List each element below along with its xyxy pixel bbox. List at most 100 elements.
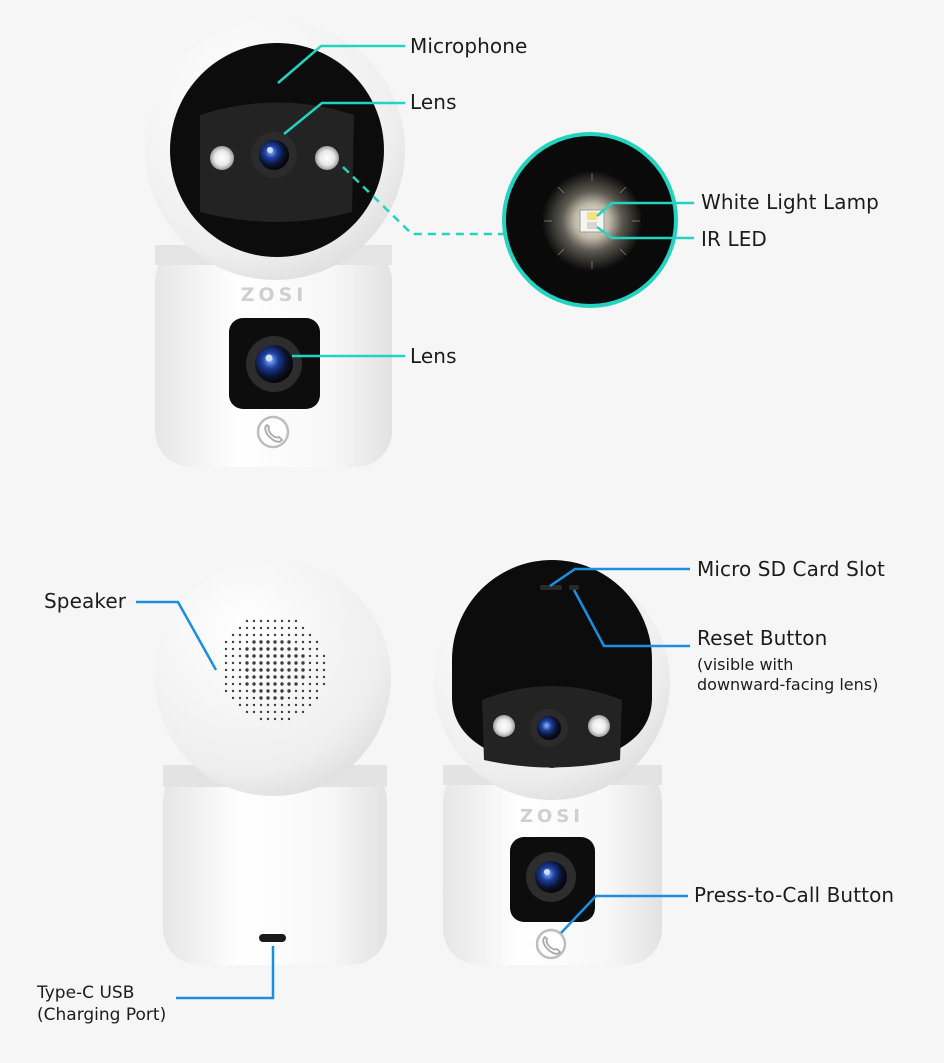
speaker-hole (315, 682, 319, 686)
speaker-hole (273, 633, 277, 637)
led-to-zoom-leader (342, 166, 505, 236)
usb-c-port (259, 934, 286, 942)
speaker-hole (294, 703, 298, 707)
speaker-hole (294, 689, 298, 693)
speaker-hole (294, 640, 298, 644)
speaker-hole (224, 647, 228, 651)
speaker-hole (315, 654, 319, 658)
speaker-hole (273, 710, 277, 714)
speaker-hole (301, 675, 305, 679)
speaker-hole (266, 640, 270, 644)
speaker-hole (252, 654, 256, 658)
speaker-hole (252, 703, 256, 707)
ir-led-leader (596, 225, 694, 240)
label-top-lens: Lens (410, 90, 457, 114)
speaker-hole (280, 703, 284, 707)
speaker-hole (273, 682, 277, 686)
front-top-lens (259, 140, 289, 170)
speaker-hole (231, 661, 235, 665)
speaker-hole (252, 675, 256, 679)
speaker-hole (266, 675, 270, 679)
speaker-hole (259, 703, 263, 707)
speaker-hole (266, 703, 270, 707)
speaker-hole (266, 619, 270, 623)
label-usb-line1: Type-C USB (37, 983, 135, 1003)
speaker-hole (280, 647, 284, 651)
speaker-hole (224, 682, 228, 686)
speaker-hole (308, 668, 312, 672)
speaker-hole (301, 640, 305, 644)
speaker-hole (245, 682, 249, 686)
zoom-reflector-rays (544, 173, 640, 269)
speaker-grille (224, 619, 326, 721)
speaker-hole (287, 647, 291, 651)
speaker-hole (315, 661, 319, 665)
speaker-hole (231, 675, 235, 679)
speaker-hole (308, 703, 312, 707)
speaker-hole (308, 682, 312, 686)
front-bottom-lens-glint (265, 354, 273, 362)
speaker-hole (287, 675, 291, 679)
speaker-hole (245, 633, 249, 637)
speaker-hole (231, 668, 235, 672)
speaker-hole (280, 696, 284, 700)
speaker-hole (259, 654, 263, 658)
speaker-hole (294, 682, 298, 686)
side-bottom-lens-glint (544, 869, 550, 875)
speaker-hole (245, 675, 249, 679)
speaker-hole (252, 619, 256, 623)
speaker-hole (322, 654, 326, 658)
speaker-hole (259, 710, 263, 714)
speaker-hole (238, 696, 242, 700)
ir-chip (587, 222, 597, 229)
speaker-hole (252, 640, 256, 644)
speaker-hole (273, 675, 277, 679)
back-camera-base (163, 765, 387, 965)
speaker-hole (259, 640, 263, 644)
speaker-hole (287, 710, 291, 714)
speaker-hole (273, 654, 277, 658)
speaker-hole (259, 626, 263, 630)
speaker-hole (294, 654, 298, 658)
speaker-hole (259, 689, 263, 693)
speaker-hole (315, 675, 319, 679)
speaker-hole (238, 668, 242, 672)
speaker-hole (294, 661, 298, 665)
side-callout-lines (549, 567, 690, 934)
speaker-hole (287, 654, 291, 658)
speaker-hole (301, 710, 305, 714)
speaker-hole (259, 647, 263, 651)
speaker-hole (238, 682, 242, 686)
speaker-hole (238, 703, 242, 707)
speaker-hole (280, 654, 284, 658)
speaker-hole (287, 696, 291, 700)
speaker-hole (301, 647, 305, 651)
speaker-hole (266, 661, 270, 665)
label-ir-led: IR LED (701, 227, 767, 251)
speaker-hole (252, 633, 256, 637)
back-callout-lines (136, 600, 275, 1000)
speaker-hole (315, 668, 319, 672)
speaker-hole (273, 689, 277, 693)
speaker-hole (245, 619, 249, 623)
speaker-hole (266, 689, 270, 693)
usb-leader (176, 946, 275, 1000)
speaker-hole (315, 640, 319, 644)
speaker-hole (280, 675, 284, 679)
speaker-hole (231, 682, 235, 686)
side-led-right (588, 715, 610, 737)
speaker-hole (280, 689, 284, 693)
speaker-leader (136, 600, 218, 671)
white-light-leader (596, 201, 694, 217)
speaker-hole (273, 640, 277, 644)
speaker-hole (252, 696, 256, 700)
speaker-hole (266, 668, 270, 672)
speaker-hole (231, 647, 235, 651)
speaker-hole (252, 668, 256, 672)
speaker-hole (287, 619, 291, 623)
speaker-hole (266, 626, 270, 630)
label-reset-note-1: (visible with (697, 655, 794, 674)
speaker-hole (224, 668, 228, 672)
led-zoom-inset (502, 132, 678, 308)
